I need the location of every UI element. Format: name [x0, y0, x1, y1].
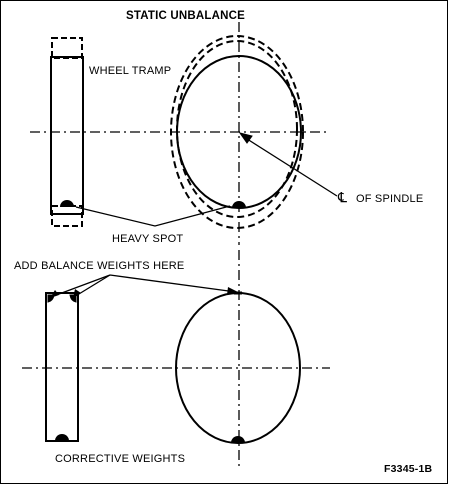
top-side-wheel — [50, 56, 84, 215]
heavy-spot-mark-front-bottom — [231, 436, 245, 443]
heavy-spot-mark-side — [60, 200, 74, 207]
heavy-spot-label: HEAVY SPOT — [112, 233, 184, 245]
bottom-side-wheel — [45, 292, 79, 442]
spindle-leader-line — [243, 136, 338, 197]
bottom-section — [22, 250, 330, 470]
spindle-leader-arrowhead — [238, 132, 253, 144]
tramp-outline-top — [51, 37, 83, 59]
of-spindle-label: OF SPINDLE — [356, 193, 424, 205]
balance-weight-leader-left — [50, 274, 111, 298]
figure-code: F3345-1B — [384, 463, 433, 475]
centerline-symbol: ℄ — [338, 189, 348, 205]
heavy-spot-mark-side-bottom — [55, 434, 69, 441]
balance-weight-leader-front — [109, 274, 237, 293]
leader-arrow-front — [227, 287, 238, 295]
leader-arrow-left — [50, 290, 59, 298]
add-balance-weights-label: ADD BALANCE WEIGHTS HERE — [14, 260, 185, 272]
tramp-ellipse-outer — [170, 35, 304, 229]
wheel-tramp-label: WHEEL TRAMP — [89, 65, 172, 77]
heavy-spot-mark-front — [232, 201, 246, 208]
leader-arrow-right — [73, 289, 81, 298]
heavy-spot-leader — [75, 205, 231, 227]
tramp-outline-bottom — [51, 205, 83, 227]
top-section — [30, 22, 338, 245]
diagram-title: STATIC UNBALANCE — [126, 10, 246, 22]
corrective-weights-label: CORRECTIVE WEIGHTS — [55, 453, 186, 465]
